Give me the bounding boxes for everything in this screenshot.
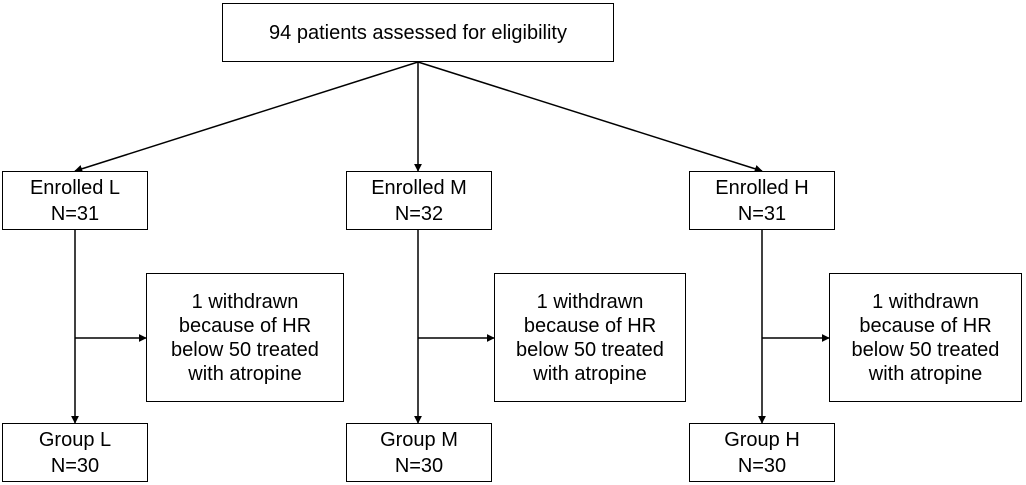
group-h-box: Group H N=30 [689, 423, 835, 482]
withdrawn-m-line: because of HR [523, 314, 657, 337]
withdrawn-m-line: below 50 treated [516, 338, 664, 361]
enrolled-m-box: Enrolled M N=32 [346, 171, 492, 230]
group-h-count: N=30 [737, 454, 787, 477]
enrolled-h-count: N=31 [737, 202, 787, 225]
withdrawn-h-line: 1 withdrawn [872, 290, 979, 313]
arrow-to-enrolled-h [417, 61, 763, 173]
withdrawn-m-line: 1 withdrawn [536, 290, 644, 313]
enrolled-l-label: Enrolled L [29, 176, 121, 199]
withdrawn-l-line: below 50 treated [171, 338, 319, 361]
group-h-label: Group H [724, 428, 800, 451]
withdrawn-h-line: with atropine [868, 362, 983, 385]
withdrawn-m-box: 1 withdrawn because of HR below 50 treat… [494, 273, 686, 402]
withdrawn-h-box: 1 withdrawn because of HR below 50 treat… [829, 273, 1022, 402]
withdrawn-m-line: with atropine [533, 362, 647, 385]
enrolled-h-label: Enrolled H [715, 176, 809, 199]
enrolled-l-count: N=31 [50, 202, 100, 225]
group-m-count: N=30 [394, 454, 444, 477]
group-m-label: Group M [380, 428, 458, 451]
eligibility-box: 94 patients assessed for eligibility [222, 3, 614, 62]
group-l-box: Group L N=30 [2, 423, 148, 482]
group-l-label: Group L [38, 428, 112, 451]
withdrawn-l-line: with atropine [188, 362, 302, 385]
enrolled-l-box: Enrolled L N=31 [2, 171, 148, 230]
enrolled-m-label: Enrolled M [371, 176, 467, 199]
group-m-box: Group M N=30 [346, 423, 492, 482]
arrow-to-enrolled-l [74, 61, 419, 173]
enrolled-h-box: Enrolled H N=31 [689, 171, 835, 230]
withdrawn-l-line: because of HR [178, 314, 312, 337]
withdrawn-l-line: 1 withdrawn [191, 290, 299, 313]
enrolled-m-count: N=32 [394, 202, 444, 225]
withdrawn-h-line: because of HR [859, 314, 992, 337]
eligibility-label: 94 patients assessed for eligibility [269, 21, 567, 44]
group-l-count: N=30 [50, 454, 100, 477]
withdrawn-l-box: 1 withdrawn because of HR below 50 treat… [146, 273, 344, 402]
withdrawn-h-line: below 50 treated [851, 338, 1000, 361]
